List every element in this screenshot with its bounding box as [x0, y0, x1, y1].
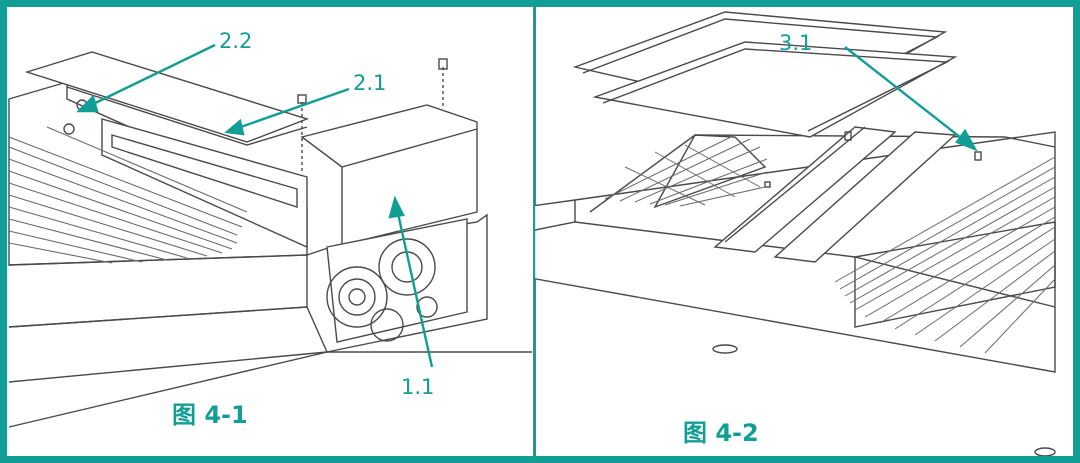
figure-4-2-caption: 图 4-2: [683, 419, 759, 447]
figure-4-2-drawing: [535, 11, 1056, 456]
callout-1-1: 1.1: [401, 375, 435, 399]
callout-3-1: 3.1: [779, 31, 813, 55]
figure-4-1-caption: 图 4-1: [172, 401, 248, 429]
callout-2-2: 2.2: [219, 29, 253, 53]
figure-4-1: 2.2 2.1 1.1 图 4-1: [7, 7, 535, 456]
callout-2-1: 2.1: [353, 71, 387, 95]
figure-4-2: 3.1 图 4-2: [535, 7, 1073, 456]
figure-4-1-drawing: [8, 43, 532, 428]
